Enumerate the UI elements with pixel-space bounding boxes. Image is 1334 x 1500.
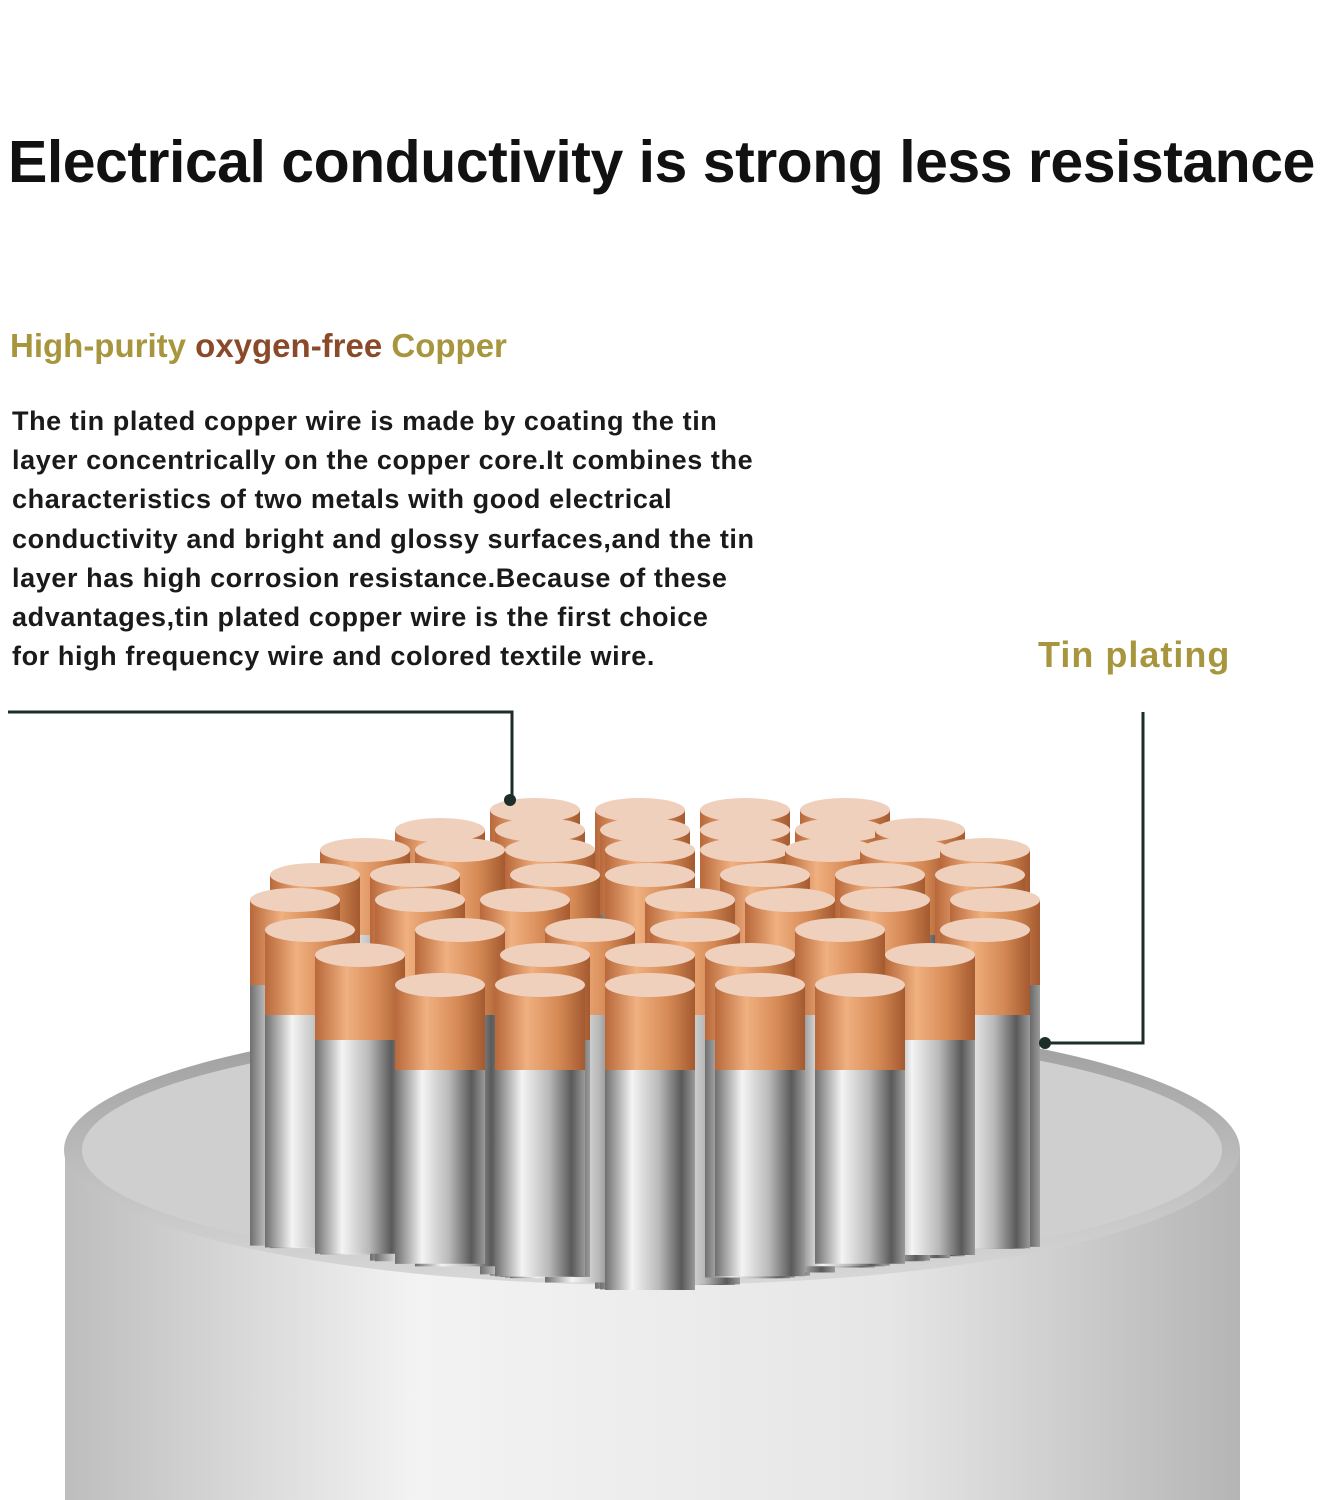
description-line: layer has high corrosion resistance.Beca… xyxy=(12,562,728,593)
wire-strand xyxy=(815,973,905,1264)
wire-strand xyxy=(605,973,695,1290)
description-line: for high frequency wire and colored text… xyxy=(12,641,656,672)
subtitle-part-2: oxygen-free xyxy=(195,327,383,364)
subtitle-part-3: Copper xyxy=(391,327,507,364)
description-line: advantages,tin plated copper wire is the… xyxy=(12,602,709,633)
subtitle-part-1: High-purity xyxy=(10,327,186,364)
wire-strand xyxy=(885,943,975,1255)
description-line: layer concentrically on the copper core.… xyxy=(12,445,754,476)
wire-strand xyxy=(715,973,805,1277)
callout-line-tin xyxy=(1039,712,1145,1049)
description-line: characteristics of two metals with good … xyxy=(12,484,673,515)
page-title: Electrical conductivity is strong less r… xyxy=(8,129,1315,195)
description-line: conductivity and bright and glossy surfa… xyxy=(12,523,755,554)
description: The tin plated copper wire is made by co… xyxy=(12,402,872,676)
wire-strand xyxy=(395,973,485,1264)
wire-strand xyxy=(315,943,405,1254)
description-line: The tin plated copper wire is made by co… xyxy=(12,406,718,436)
wire-strand xyxy=(495,973,585,1277)
tin-plating-label: Tin plating xyxy=(1038,634,1231,675)
callout-line-copper xyxy=(8,710,516,806)
wire-bundle xyxy=(250,798,1040,1290)
subtitle: High-purity oxygen-free Copper xyxy=(10,327,507,365)
